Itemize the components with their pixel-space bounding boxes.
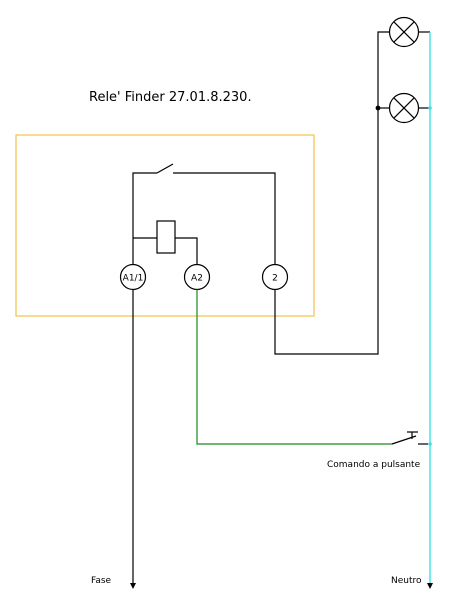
neutral-arrow-icon bbox=[427, 583, 433, 589]
terminal-a2: A2 bbox=[183, 263, 211, 291]
load-wire bbox=[274, 31, 391, 355]
control-wire bbox=[196, 289, 392, 445]
terminal-a1: A1/1 bbox=[119, 263, 147, 291]
phase-arrow-icon bbox=[130, 583, 136, 589]
relay-contact bbox=[132, 163, 276, 265]
junction-dot bbox=[375, 105, 381, 111]
neutral-label: Neutro bbox=[391, 576, 422, 586]
push-button-label: Comando a pulsante bbox=[327, 460, 421, 470]
terminal-2: 2 bbox=[261, 263, 289, 291]
terminal-a1-label: A1/1 bbox=[123, 274, 144, 284]
terminal-2-label: 2 bbox=[272, 274, 278, 284]
lamp-icon bbox=[388, 16, 420, 48]
phase-label: Fase bbox=[91, 576, 112, 586]
relay-coil bbox=[133, 220, 198, 265]
neutral-wire bbox=[427, 32, 433, 589]
push-button-icon bbox=[391, 431, 428, 445]
phase-wire bbox=[130, 289, 136, 589]
relay-enclosure bbox=[15, 134, 315, 317]
lamp-icon bbox=[388, 92, 420, 124]
terminal-a2-label: A2 bbox=[191, 274, 203, 284]
diagram-title: Rele' Finder 27.01.8.230. bbox=[89, 90, 252, 105]
